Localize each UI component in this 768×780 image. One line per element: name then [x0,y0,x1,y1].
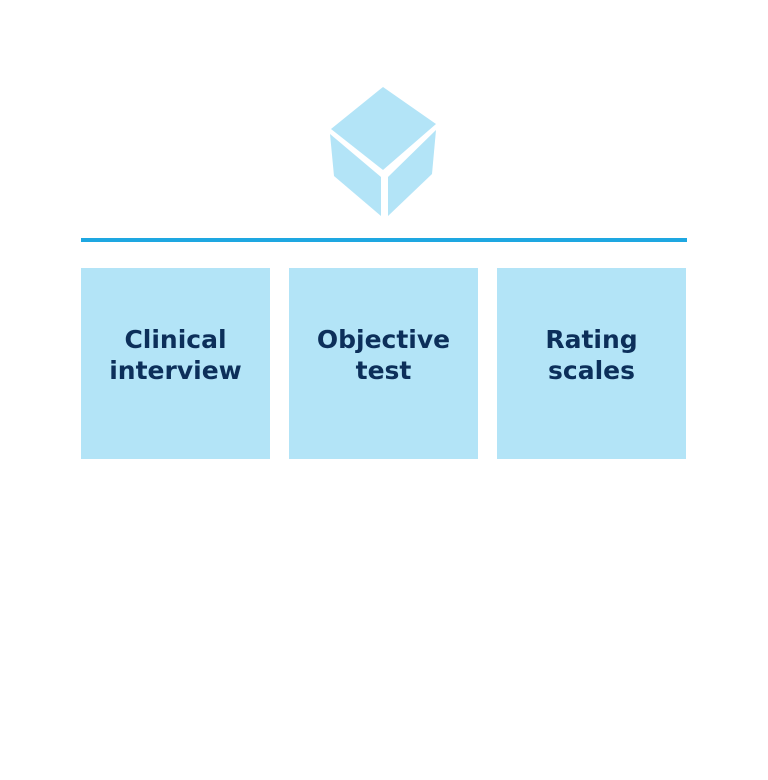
box-rating-scales: Rating scales [497,268,686,459]
box-objective-test: Objective test [289,268,478,459]
divider-line [81,238,687,242]
box-label: Rating scales [545,325,638,385]
box-label: Objective test [316,325,451,385]
box-clinical-interview: Clinical interview [81,268,270,459]
box-label: Clinical interview [109,325,242,385]
cube-icon [330,87,436,216]
